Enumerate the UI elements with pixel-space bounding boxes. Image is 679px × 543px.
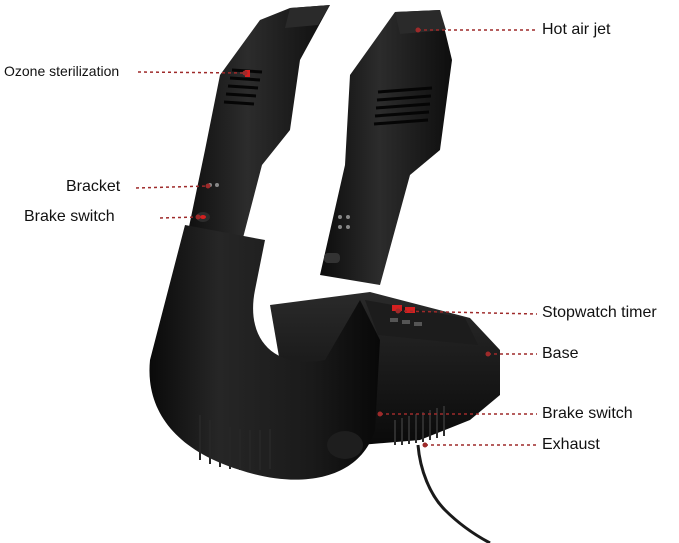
bracket-dot [346,225,350,229]
callout-anchors [195,27,491,448]
timer-display-segment [392,305,402,311]
bracket-dot [215,183,219,187]
power-cord [416,444,491,543]
bracket-dot [346,215,350,219]
left-arm-tip [285,5,330,28]
callout-bracket: Bracket [66,178,121,195]
left-arm [180,5,330,280]
callout-brake-switch-right: Brake switch [542,405,633,422]
callout-base: Base [542,345,579,362]
callout-hot-air-jet: Hot air jet [542,21,611,38]
bracket-dot [338,225,342,229]
callout-leaders [135,29,538,446]
leader-timer [397,310,538,315]
u-holder-vents [199,415,271,470]
u-holder [149,225,380,480]
callout-exhaust: Exhaust [542,436,600,453]
callout-ozone-sterilization: Ozone sterilization [4,63,120,79]
timer-button [390,318,398,322]
callout-stopwatch-timer: Stopwatch timer [542,304,657,321]
right-arm-vent [373,86,433,126]
rotation-knob [327,431,363,459]
callout-brake-switch-left: Brake switch [24,208,115,225]
bracket-dot [338,215,342,219]
left-brake-light [200,215,206,219]
leader-brake-left [159,216,199,219]
timer-button [402,320,410,324]
right-arm [320,10,452,285]
right-brake-button [324,253,340,263]
timer-display-segment [405,307,415,313]
leader-bracket [135,185,209,189]
right-arm-tip [395,10,446,34]
leader-ozone [137,71,246,74]
exhaust-vents [394,406,445,445]
timer-button [414,322,422,326]
ozone-indicator [245,70,250,77]
